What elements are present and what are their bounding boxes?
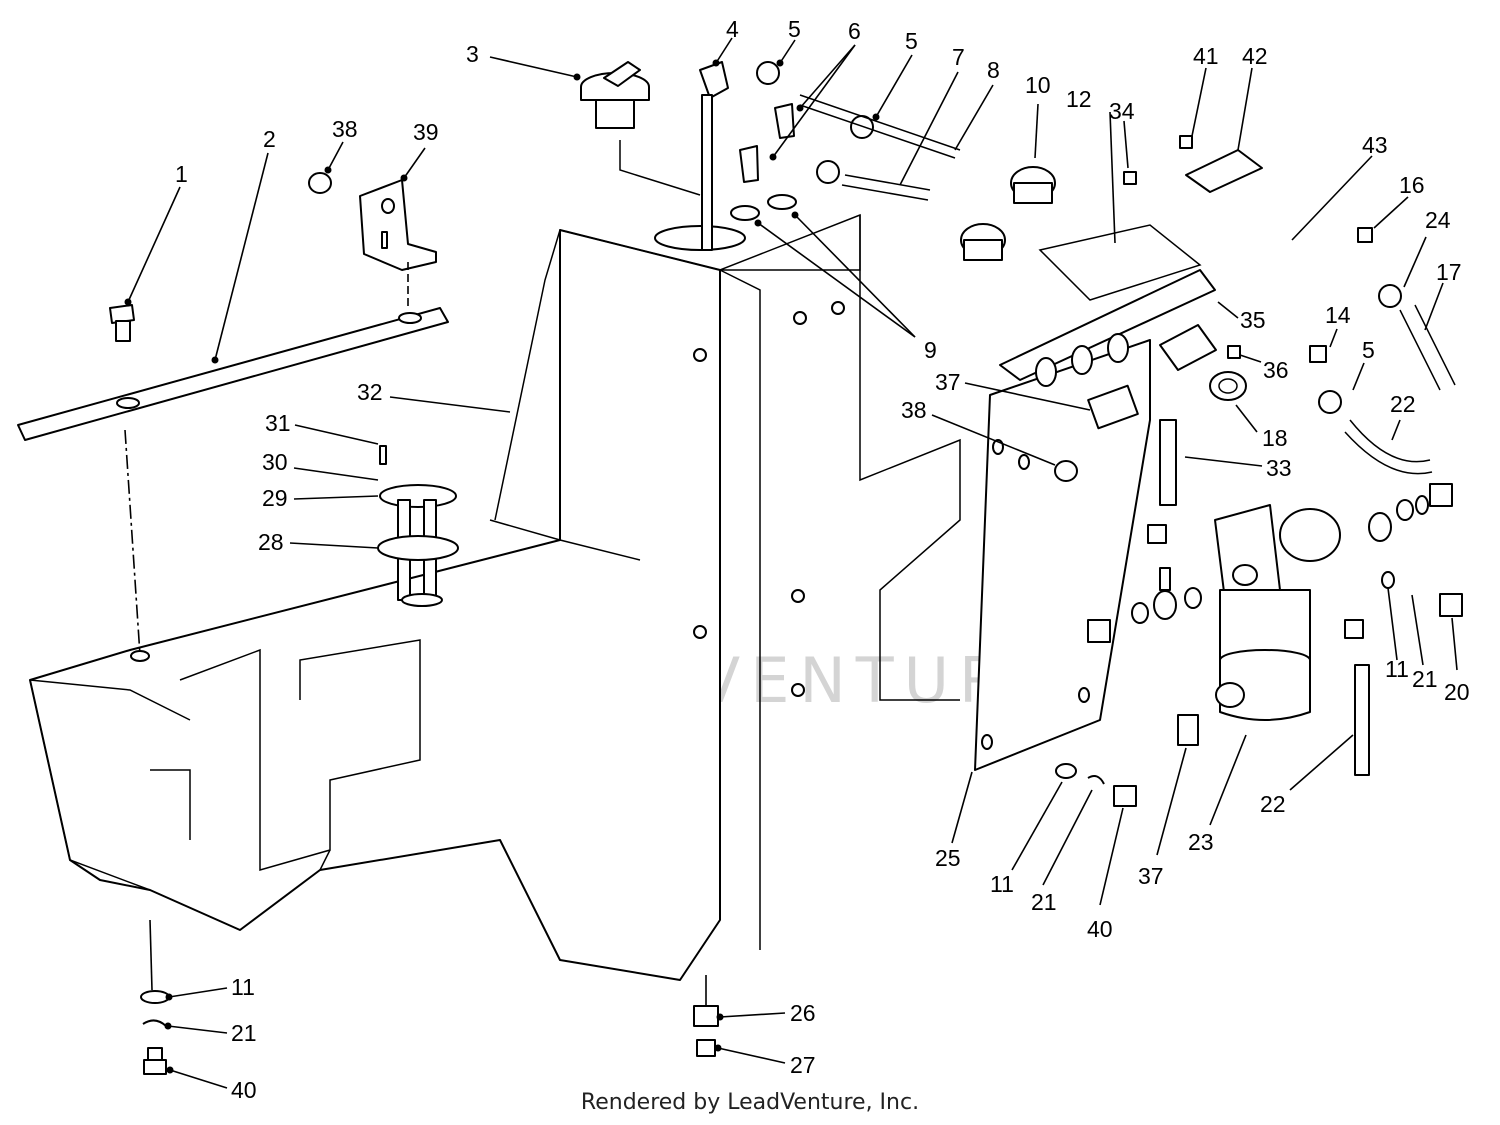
plate-bottom-hardware [1055,763,1137,807]
callout-label: 36 [1263,357,1289,383]
callout-label: 11 [1385,656,1409,682]
callout-label: 34 [1109,98,1135,124]
centerline-strap-bolt [124,429,141,656]
callout-label: 21 [1031,889,1057,915]
leader-lines [124,37,1458,1089]
callout-label: 21 [1412,666,1438,692]
callout-label: 8 [987,57,1000,83]
isolator-mounts-10 [960,166,1056,261]
callout-label: 31 [265,410,291,436]
callout-label: 23 [1188,829,1214,855]
callout-label: 12 [1066,86,1092,112]
callout-label: 22 [1260,791,1286,817]
callout-label: 16 [1399,172,1425,198]
callout-label: 33 [1266,455,1292,481]
switch-35 [1159,324,1217,371]
callout-label: 41 [1193,43,1219,69]
mount-bracket [359,179,437,271]
callout-label: 3 [466,41,479,67]
callout-label: 5 [788,16,801,42]
callout-label: 21 [231,1020,257,1046]
callout-label: 38 [901,397,927,423]
spacer-38-right [1054,460,1078,482]
callout-label: 5 [1362,337,1375,363]
vent-fitting-4 [699,61,729,251]
callout-label: 30 [262,449,288,475]
callout-label: 5 [905,28,918,54]
connector-37-bottom [1177,714,1199,746]
callout-label: 24 [1425,207,1451,233]
callout-label: 26 [790,1000,816,1026]
render-credit: Rendered by LeadVenture, Inc. [580,1090,920,1115]
hose-clamps-5 [756,61,1402,414]
callout-label: 4 [726,16,739,42]
callout-label: 10 [1025,72,1051,98]
fuel-cap [580,61,650,129]
callout-label: 37 [935,369,961,395]
callout-label: 37 [1138,863,1164,889]
callout-label: 7 [952,44,965,70]
callout-label: 25 [935,845,961,871]
callout-label: 20 [1444,679,1470,705]
callout-label: 32 [357,379,383,405]
grommets-9 [730,194,797,221]
callout-label: 2 [263,126,276,152]
tank-strap [17,307,449,441]
fuel-filter [1214,504,1341,721]
strap-bolt [109,304,135,342]
tank-bottom-hardware [140,919,719,1075]
fuel-hoses-7-8 [799,94,961,201]
callout-label: 22 [1390,391,1416,417]
tank-bolt-hole [130,650,150,662]
callout-label: 42 [1242,43,1268,69]
callout-label: 40 [1087,916,1113,942]
callout-label: 6 [848,18,861,44]
callout-labels: 1 2 38 39 3 4 5 6 5 7 8 10 12 34 41 42 4… [175,16,1470,1103]
callout-label: 40 [231,1077,257,1103]
spacer-38-left [308,172,332,194]
grommet-18 [1209,371,1247,401]
fittings-14-16-36 [1123,135,1373,363]
fittings-6 [739,103,795,183]
callout-label: 17 [1436,259,1462,285]
connector-37-top [1087,384,1139,430]
callout-label: 28 [258,529,284,555]
callout-label: 27 [790,1052,816,1078]
relay-bracket-43 [999,269,1216,387]
callout-label: 43 [1362,132,1388,158]
callout-label: 29 [262,485,288,511]
plate-12 [1038,224,1202,301]
callout-label: 39 [413,119,439,145]
hoses-17-22 [1159,304,1456,776]
callout-label: 38 [332,116,358,142]
callout-label: 11 [990,871,1014,897]
callout-label: 9 [924,337,937,363]
fuel-tank [29,213,961,981]
callout-label: 14 [1325,302,1351,328]
callout-label: 11 [231,974,255,1000]
relay-42 [1185,149,1263,193]
callout-label: 35 [1240,307,1266,333]
callout-label: 18 [1262,425,1288,451]
callout-label: 1 [175,161,188,187]
